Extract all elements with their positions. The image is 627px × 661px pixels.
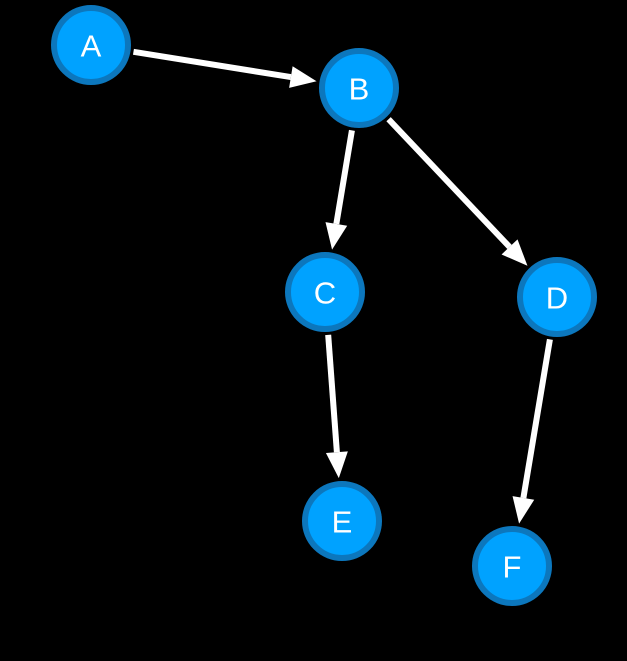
node-circle[interactable] — [285, 252, 365, 332]
edge-line — [386, 117, 512, 249]
edge-b-to-d — [386, 117, 528, 266]
edge-line — [333, 129, 355, 225]
arrowhead-icon — [325, 222, 348, 250]
edge-line — [325, 334, 340, 453]
edge-d-to-f — [512, 338, 553, 524]
graph-node-c[interactable]: C — [285, 252, 365, 332]
edges-layer — [132, 48, 553, 524]
node-circle[interactable] — [302, 481, 382, 561]
arrowhead-icon — [325, 451, 348, 479]
edge-line — [520, 338, 553, 499]
nodes-layer: A B C D E F — [51, 5, 597, 606]
edge-a-to-b — [132, 48, 317, 88]
arrowhead-icon — [501, 239, 528, 266]
graph-node-b[interactable]: B — [319, 48, 399, 128]
node-circle[interactable] — [319, 48, 399, 128]
node-circle[interactable] — [517, 257, 597, 337]
edge-b-to-c — [325, 129, 355, 250]
node-circle[interactable] — [472, 526, 552, 606]
graph-node-f[interactable]: F — [472, 526, 552, 606]
node-circle[interactable] — [51, 5, 131, 85]
graph-node-e[interactable]: E — [302, 481, 382, 561]
graph-node-d[interactable]: D — [517, 257, 597, 337]
arrowhead-icon — [289, 66, 317, 88]
arrowhead-icon — [512, 496, 535, 524]
graph-node-a[interactable]: A — [51, 5, 131, 85]
edge-line — [132, 48, 292, 81]
edge-c-to-e — [325, 334, 348, 479]
